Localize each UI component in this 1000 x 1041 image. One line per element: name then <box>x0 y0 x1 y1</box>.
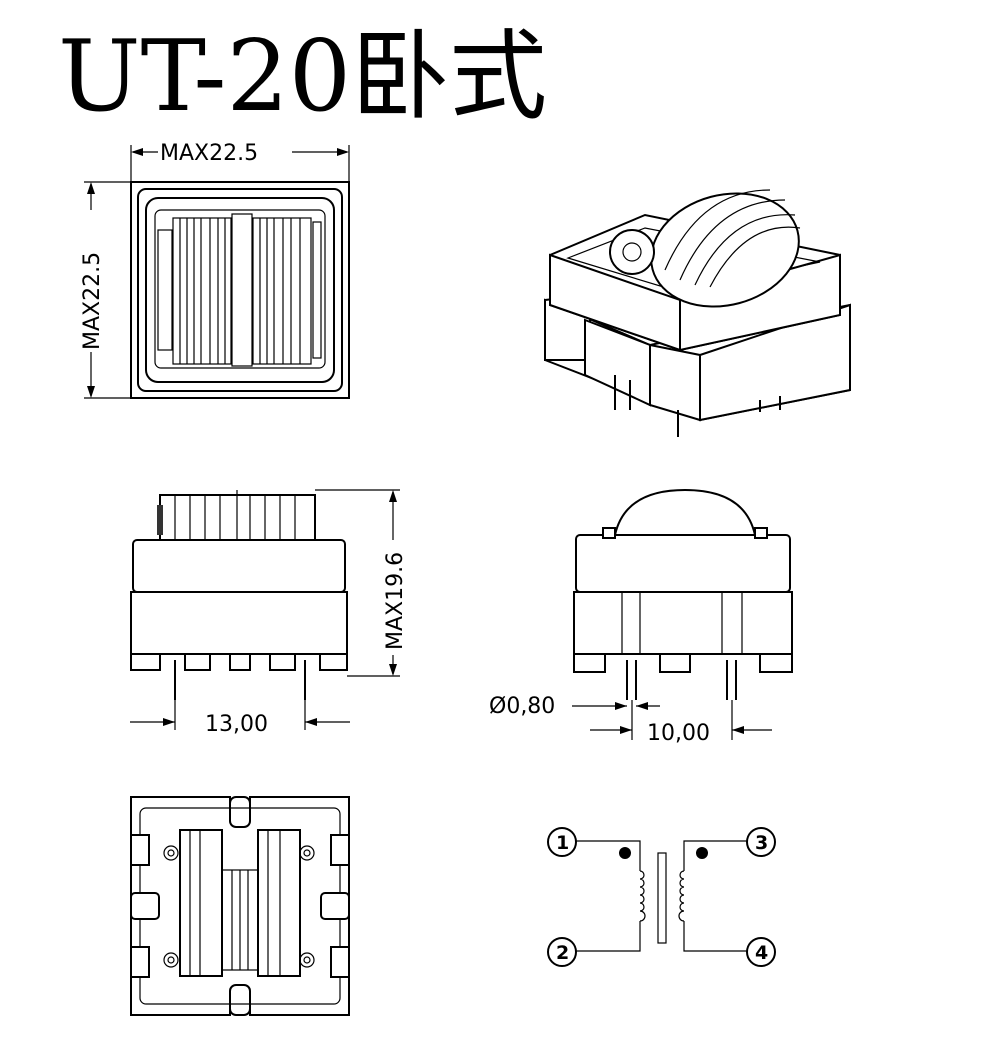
dim-pin-span-side: 13,00 <box>205 712 268 737</box>
front-view: Ø0,80 10,00 <box>489 488 793 746</box>
polarity-dot-primary <box>619 847 631 859</box>
dim-pin-span-front: 10,00 <box>647 721 710 746</box>
schematic: 1 2 3 4 <box>547 827 776 967</box>
side-view: MAX19.6 13,00 <box>130 489 408 737</box>
coil-right <box>252 217 312 365</box>
pin-4-marker <box>746 937 776 967</box>
bottom-view <box>130 796 350 1016</box>
drawing-title: UT-20卧式 <box>58 20 547 134</box>
pin-3-marker <box>746 827 776 857</box>
pin-1-label: 1 <box>556 832 569 854</box>
coil-left <box>172 217 232 365</box>
pin-2-marker <box>547 937 577 967</box>
pin-1-marker <box>547 827 577 857</box>
isometric-view <box>544 189 851 437</box>
dim-side-height: MAX19.6 <box>383 552 408 650</box>
dim-pin-diameter: Ø0,80 <box>489 694 555 719</box>
pin-2-label: 2 <box>556 942 569 964</box>
transformer-core <box>657 852 667 944</box>
pin-3-label: 3 <box>755 832 768 854</box>
dim-top-height: MAX22.5 <box>80 252 105 350</box>
dim-top-width: MAX22.5 <box>160 141 258 166</box>
top-view: MAX22.5 MAX22.5 <box>80 141 350 399</box>
pin-4-label: 4 <box>755 942 768 964</box>
polarity-dot-secondary <box>696 847 708 859</box>
